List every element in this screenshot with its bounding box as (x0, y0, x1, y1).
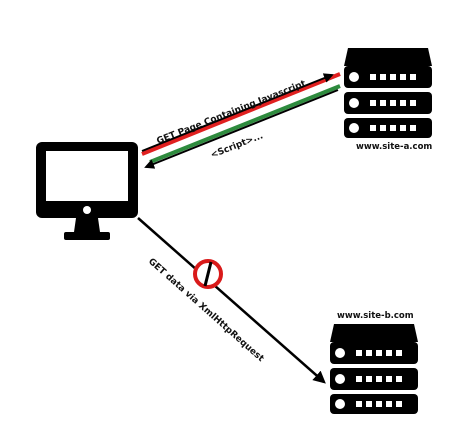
request-a-label: GET Page Containing Javascript (155, 79, 308, 147)
response-arrow-outline (144, 89, 339, 169)
blocked-icon (193, 259, 223, 289)
server-b-label: www.site-b.com (337, 311, 414, 321)
server-a-label: www.site-a.com (356, 142, 432, 152)
request-b-arrow (137, 217, 326, 384)
response-arrow-green (149, 84, 341, 164)
computer-monitor-icon (36, 142, 138, 240)
server-a-icon (344, 48, 432, 138)
server-b-icon (330, 324, 418, 414)
request-arrow-red (141, 72, 341, 156)
request-arrow-outline (141, 73, 334, 152)
